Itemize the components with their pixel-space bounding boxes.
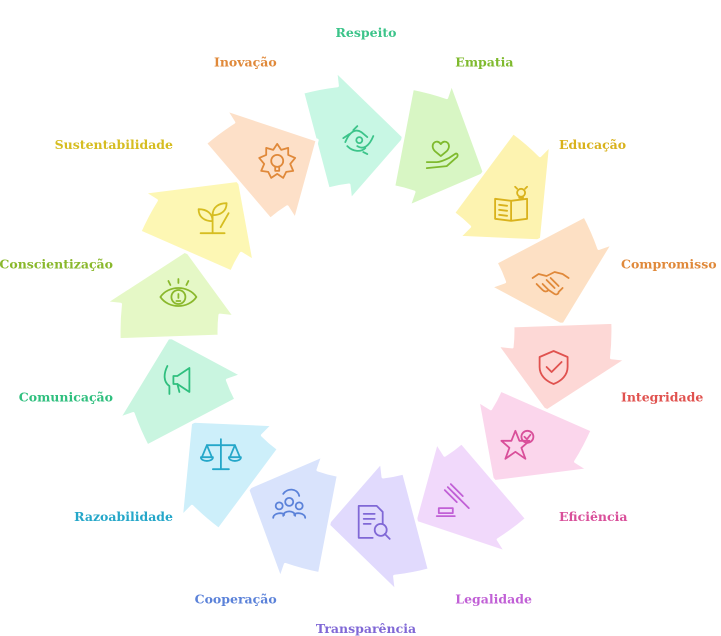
cycle-arrow-segment xyxy=(476,388,594,484)
cycle-arrow-segment xyxy=(488,214,615,328)
step-label: Razoabilidade xyxy=(74,509,173,524)
people-group-icon xyxy=(272,488,307,519)
cycle-segments xyxy=(104,69,628,593)
step-label: Empatia xyxy=(455,55,513,70)
step-label: Transparência xyxy=(316,621,416,636)
step-label: Comunicação xyxy=(19,389,113,404)
cycle-arrow-segment xyxy=(104,248,237,342)
plant-icon xyxy=(197,202,230,235)
cycle-arrow-segment xyxy=(245,454,340,581)
book-lightbulb-icon xyxy=(494,185,529,222)
scales-icon xyxy=(199,438,242,471)
cycle-arrow-segment xyxy=(117,334,244,448)
cycle-arrow-segment xyxy=(203,108,319,221)
hands-holding-icon xyxy=(342,125,375,156)
step-label: Integridade xyxy=(621,389,703,404)
handshake-icon xyxy=(531,271,570,296)
eye-lightbulb-icon xyxy=(159,278,198,307)
gavel-icon xyxy=(435,483,470,518)
cycle-arrow-segment xyxy=(495,320,628,414)
cycle-arrow-segment xyxy=(413,441,529,554)
step-label: Eficiência xyxy=(559,509,627,524)
megaphone-icon xyxy=(163,365,191,395)
step-label: Cooperação xyxy=(195,592,277,607)
cycle-icons xyxy=(159,125,570,540)
document-search-icon xyxy=(357,505,391,540)
gear-lightbulb-icon xyxy=(258,142,297,179)
star-check-icon xyxy=(500,429,535,460)
step-label: Respeito xyxy=(336,25,397,40)
cycle-arrow-segment xyxy=(301,69,407,202)
step-label: Compromisso xyxy=(621,257,717,272)
step-label: Legalidade xyxy=(455,592,532,607)
shield-check-icon xyxy=(538,350,569,385)
step-label: Conscientização xyxy=(0,257,113,272)
step-label: Sustentabilidade xyxy=(55,137,173,152)
cycle-arrow-segment xyxy=(392,81,487,208)
step-label: Inovação xyxy=(214,55,277,70)
heart-in-hand-icon xyxy=(425,140,459,170)
cycle-arrow-segment xyxy=(138,178,256,274)
step-label: Educação xyxy=(559,137,626,152)
cycle-arrow-segment xyxy=(325,460,431,593)
cycle-labels: RespeitoEmpatiaEducaçãoCompromissoIntegr… xyxy=(0,25,717,636)
